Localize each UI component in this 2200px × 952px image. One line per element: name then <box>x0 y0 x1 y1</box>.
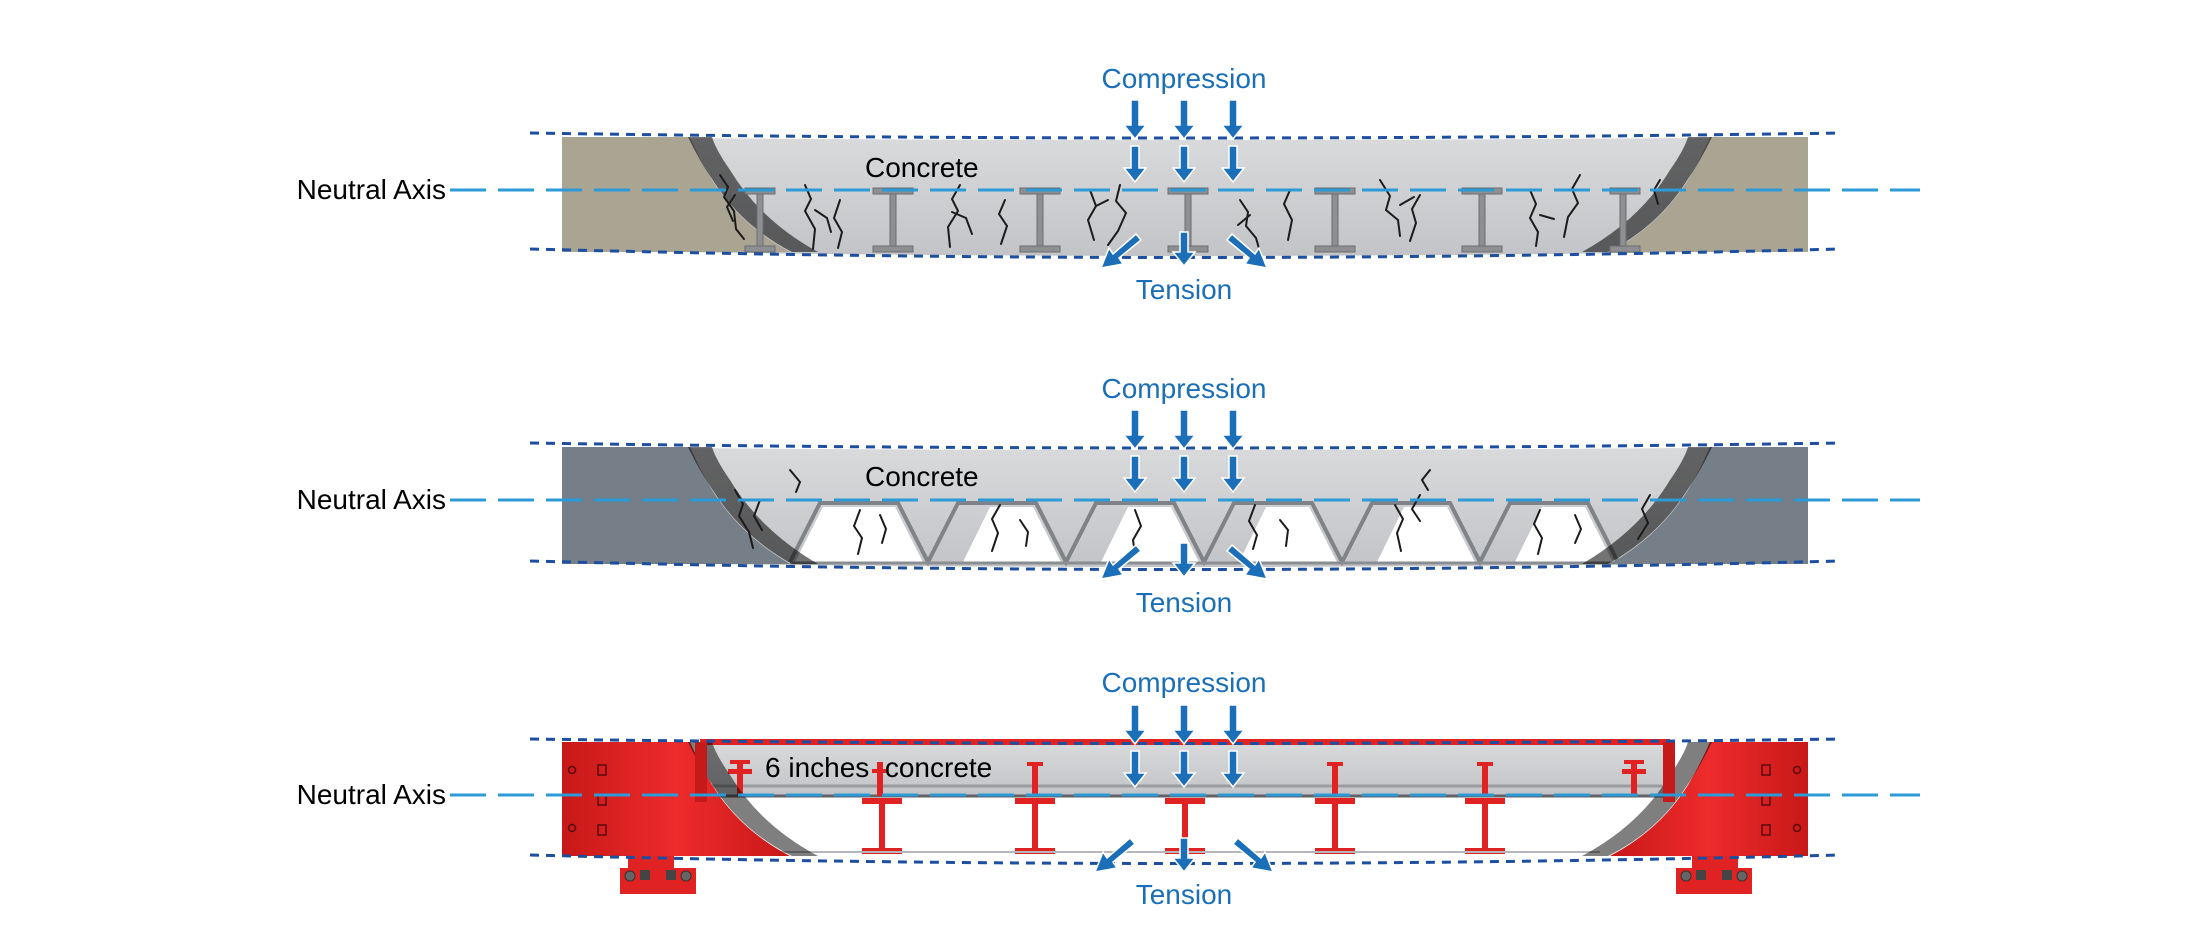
top-boundary-line <box>529 131 1841 140</box>
arrow-down-icon <box>1220 704 1246 746</box>
arrow-diagonal-icon <box>1099 543 1143 580</box>
tension-label: Tension <box>1136 274 1233 305</box>
arrow-down-icon <box>1122 145 1148 184</box>
right-bolts <box>1761 764 1802 836</box>
compression-label: Compression <box>1102 667 1267 698</box>
arrow-down-icon <box>1220 99 1246 141</box>
compression-arrows <box>1122 409 1246 494</box>
arrow-down-icon <box>1122 409 1148 451</box>
top-boundary-line <box>529 737 1841 745</box>
tension-arrows <box>1099 231 1269 269</box>
compression-arrows <box>1122 704 1246 789</box>
right-support-shadow <box>1582 137 1712 252</box>
tension-arrows <box>1099 542 1269 580</box>
stud <box>1327 762 1343 796</box>
arrow-down-icon <box>1220 145 1246 184</box>
tension-label: Tension <box>1136 587 1233 618</box>
concrete-label: Concrete <box>865 461 979 492</box>
six-inches-concrete-label: 6 inches concrete <box>765 752 992 783</box>
stud <box>1622 760 1646 796</box>
neutral-axis-label: Neutral Axis <box>297 174 446 205</box>
left-support-shadow <box>688 137 818 252</box>
left-support <box>562 742 790 856</box>
right-bracket-plate <box>1663 742 1675 802</box>
t-beam <box>1315 798 1355 854</box>
panel-steel-beam-slab: Compression Tension Concrete Neutral Axi… <box>297 63 1920 305</box>
right-support <box>1610 742 1808 856</box>
compression-label: Compression <box>1102 373 1267 404</box>
arrow-diagonal-icon <box>1099 232 1143 269</box>
t-beam <box>1015 798 1055 854</box>
stud <box>728 760 752 796</box>
panel-red-frame-slab: Compression Tension 6 inches concrete Ne… <box>297 667 1920 910</box>
panel-metal-deck-slab: Compression Tension Concrete Neutral Axi… <box>297 373 1920 618</box>
left-support-shadow <box>688 742 818 856</box>
arrow-down-icon <box>1220 455 1246 494</box>
arrow-diagonal-icon <box>1225 543 1269 580</box>
right-support-shadow <box>1582 447 1712 564</box>
t-beam <box>862 798 902 854</box>
neutral-axis-label: Neutral Axis <box>297 484 446 515</box>
arrow-down-icon <box>1220 409 1246 451</box>
left-support <box>562 447 790 564</box>
cracks <box>719 174 1661 253</box>
left-bracket-plate <box>695 742 707 802</box>
right-base <box>1676 856 1752 894</box>
concrete-label: Concrete <box>865 152 979 183</box>
bottom-boundary-line <box>529 559 1841 571</box>
bottom-boundary-line <box>529 853 1841 865</box>
arrow-down-icon <box>1122 455 1148 494</box>
arrow-diagonal-icon <box>1231 836 1275 873</box>
arrow-down-icon <box>1171 750 1197 789</box>
arrow-down-icon <box>1171 409 1197 451</box>
red-studs <box>728 760 1646 796</box>
arrow-down-icon <box>1122 750 1148 789</box>
arrow-down-icon <box>1220 750 1246 789</box>
neutral-axis-label: Neutral Axis <box>297 779 446 810</box>
left-base <box>620 856 696 894</box>
arrow-down-icon <box>1171 837 1197 874</box>
tension-label: Tension <box>1136 879 1233 910</box>
arrow-diagonal-icon <box>1225 232 1269 269</box>
stud <box>872 762 888 796</box>
bottom-boundary-line <box>529 247 1841 259</box>
left-support-shadow <box>688 447 818 564</box>
stud <box>1027 762 1043 796</box>
arrow-down-icon <box>1171 145 1197 184</box>
arrow-down-icon <box>1171 542 1197 579</box>
left-support <box>562 137 790 252</box>
right-support-shadow <box>1582 742 1712 856</box>
top-boundary-line <box>529 441 1841 450</box>
arrow-down-icon <box>1171 231 1197 268</box>
tension-arrows <box>1093 836 1275 874</box>
stud <box>1477 762 1493 796</box>
compression-label: Compression <box>1102 63 1267 94</box>
arrow-down-icon <box>1122 704 1148 746</box>
arrow-down-icon <box>1122 99 1148 141</box>
cracks <box>734 469 1651 555</box>
right-support <box>1610 447 1808 564</box>
t-beam <box>1465 798 1505 854</box>
arrow-diagonal-icon <box>1093 836 1137 873</box>
arrow-down-icon <box>1171 455 1197 494</box>
right-support <box>1610 137 1808 252</box>
deck-voids <box>795 507 1613 562</box>
arrow-down-icon <box>1171 704 1197 746</box>
compression-arrows <box>1122 99 1246 184</box>
arrow-down-icon <box>1171 99 1197 141</box>
